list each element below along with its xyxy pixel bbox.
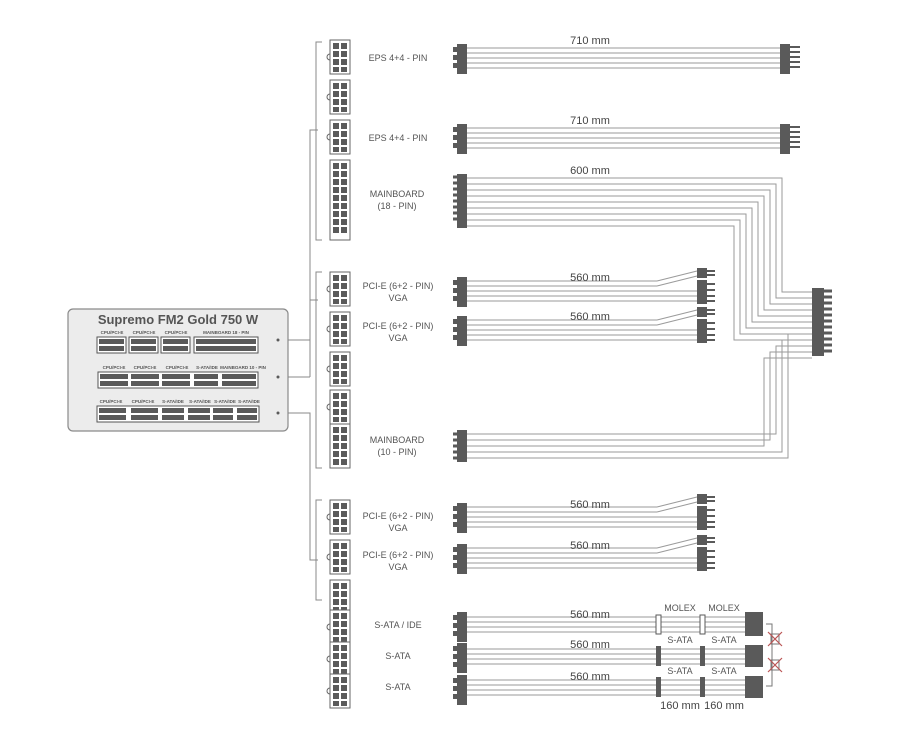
- sata-ide-cable: 560 mm MOLEX MOLEX: [453, 603, 763, 642]
- sata2-conn1-label: S-ATA: [667, 666, 692, 676]
- psu-row3-label-1: CPU/PCI-E: [132, 399, 155, 404]
- pcie3-length: 560 mm: [570, 499, 610, 511]
- pcie1-label-line1: PCI-E (6+2 - PIN): [363, 281, 434, 291]
- pcie2-cable: 560 mm: [453, 307, 715, 346]
- psu-panel: Supremo FM2 Gold 750 W CPU/PCI-E CPU/PCI…: [67, 308, 289, 432]
- pcie1-length: 560 mm: [570, 272, 610, 284]
- mb10-label-line2: (10 - PIN): [377, 447, 416, 457]
- molex-1-label: MOLEX: [664, 603, 696, 613]
- psu-row2-label-1: CPU/PCI-E: [134, 365, 157, 370]
- sata2-label: S-ATA: [385, 682, 410, 692]
- sata1-conn2-label: S-ATA: [711, 635, 736, 645]
- pcie3-cable: 560 mm: [453, 494, 715, 533]
- sata2-length: 560 mm: [570, 671, 610, 683]
- eps1-length: 710 mm: [570, 35, 610, 47]
- psu-row2-label-4: MAINBOARD 10 - PIN: [220, 365, 266, 370]
- psu-row3-label-5: S-ATA/IDE: [238, 399, 260, 404]
- psu-row3-label-2: S-ATA/IDE: [162, 399, 184, 404]
- pcie4-cable: 560 mm: [453, 535, 715, 574]
- psu-row1-label-0: CPU/PCI-E: [101, 330, 124, 335]
- sata-ide-length: 560 mm: [570, 609, 610, 621]
- eps2-label: EPS 4+4 - PIN: [369, 133, 428, 143]
- psu-row1-label-2: CPU/PCI-E: [165, 330, 188, 335]
- psu-row3-label-3: S-ATA/IDE: [189, 399, 211, 404]
- sata1-length: 560 mm: [570, 639, 610, 651]
- module-stack: [326, 39, 351, 709]
- psu-row2-label-0: CPU/PCI-E: [103, 365, 126, 370]
- psu-row2-label-3: S-ATA/IDE: [196, 365, 218, 370]
- sata1-conn1-label: S-ATA: [667, 635, 692, 645]
- pcie1-label-line2: VGA: [388, 293, 407, 303]
- eps2-length: 710 mm: [570, 115, 610, 127]
- pcie4-label-line1: PCI-E (6+2 - PIN): [363, 550, 434, 560]
- pcie1-cable: 560 mm: [453, 268, 715, 307]
- pcie2-label-line1: PCI-E (6+2 - PIN): [363, 321, 434, 331]
- psu-socket-row-3: [96, 405, 280, 423]
- psu-title: Supremo FM2 Gold 750 W: [98, 312, 259, 327]
- pcie4-length: 560 mm: [570, 540, 610, 552]
- pcie3-label-line2: VGA: [388, 523, 407, 533]
- sata2-segment-1-length: 160 mm: [660, 700, 700, 712]
- pcie2-length: 560 mm: [570, 311, 610, 323]
- sata2-segment-2-length: 160 mm: [704, 700, 744, 712]
- fdd-crossed-icon: [766, 623, 783, 687]
- pcie4-label-line2: VGA: [388, 562, 407, 572]
- psu-row3-label-0: CPU/PCI-E: [100, 399, 123, 404]
- psu-row1-label-3: MAINBOARD 18 - PIN: [203, 330, 249, 335]
- mb18-label-line2: (18 - PIN): [377, 201, 416, 211]
- psu-leads: [288, 41, 322, 601]
- sata1-label: S-ATA: [385, 651, 410, 661]
- mb18-label-line1: MAINBOARD: [370, 189, 425, 199]
- eps2-cable: 710 mm: [453, 115, 800, 154]
- psu-socket-row-2: [97, 371, 280, 389]
- molex-2-label: MOLEX: [708, 603, 740, 613]
- pcie2-label-line2: VGA: [388, 333, 407, 343]
- mainboard-cable: 600 mm: [453, 165, 832, 462]
- pcie3-label-line1: PCI-E (6+2 - PIN): [363, 511, 434, 521]
- psu-row3-label-4: S-ATA/IDE: [214, 399, 236, 404]
- cable-labels: EPS 4+4 - PIN EPS 4+4 - PIN MAINBOARD (1…: [363, 53, 434, 692]
- sata2-conn2-label: S-ATA: [711, 666, 736, 676]
- mb10-label-line1: MAINBOARD: [370, 435, 425, 445]
- eps1-cable: 710 mm: [453, 35, 800, 74]
- psu-row2-label-2: CPU/PCI-E: [166, 365, 189, 370]
- sata2-cable: 560 mm S-ATA S-ATA 160 mm 160 mm: [453, 666, 763, 712]
- sata1-cable: 560 mm S-ATA S-ATA: [453, 635, 763, 673]
- eps1-label: EPS 4+4 - PIN: [369, 53, 428, 63]
- psu-socket-row-1: [96, 336, 280, 354]
- sata-ide-label: S-ATA / IDE: [374, 620, 421, 630]
- mb18-length: 600 mm: [570, 165, 610, 177]
- psu-row1-label-1: CPU/PCI-E: [133, 330, 156, 335]
